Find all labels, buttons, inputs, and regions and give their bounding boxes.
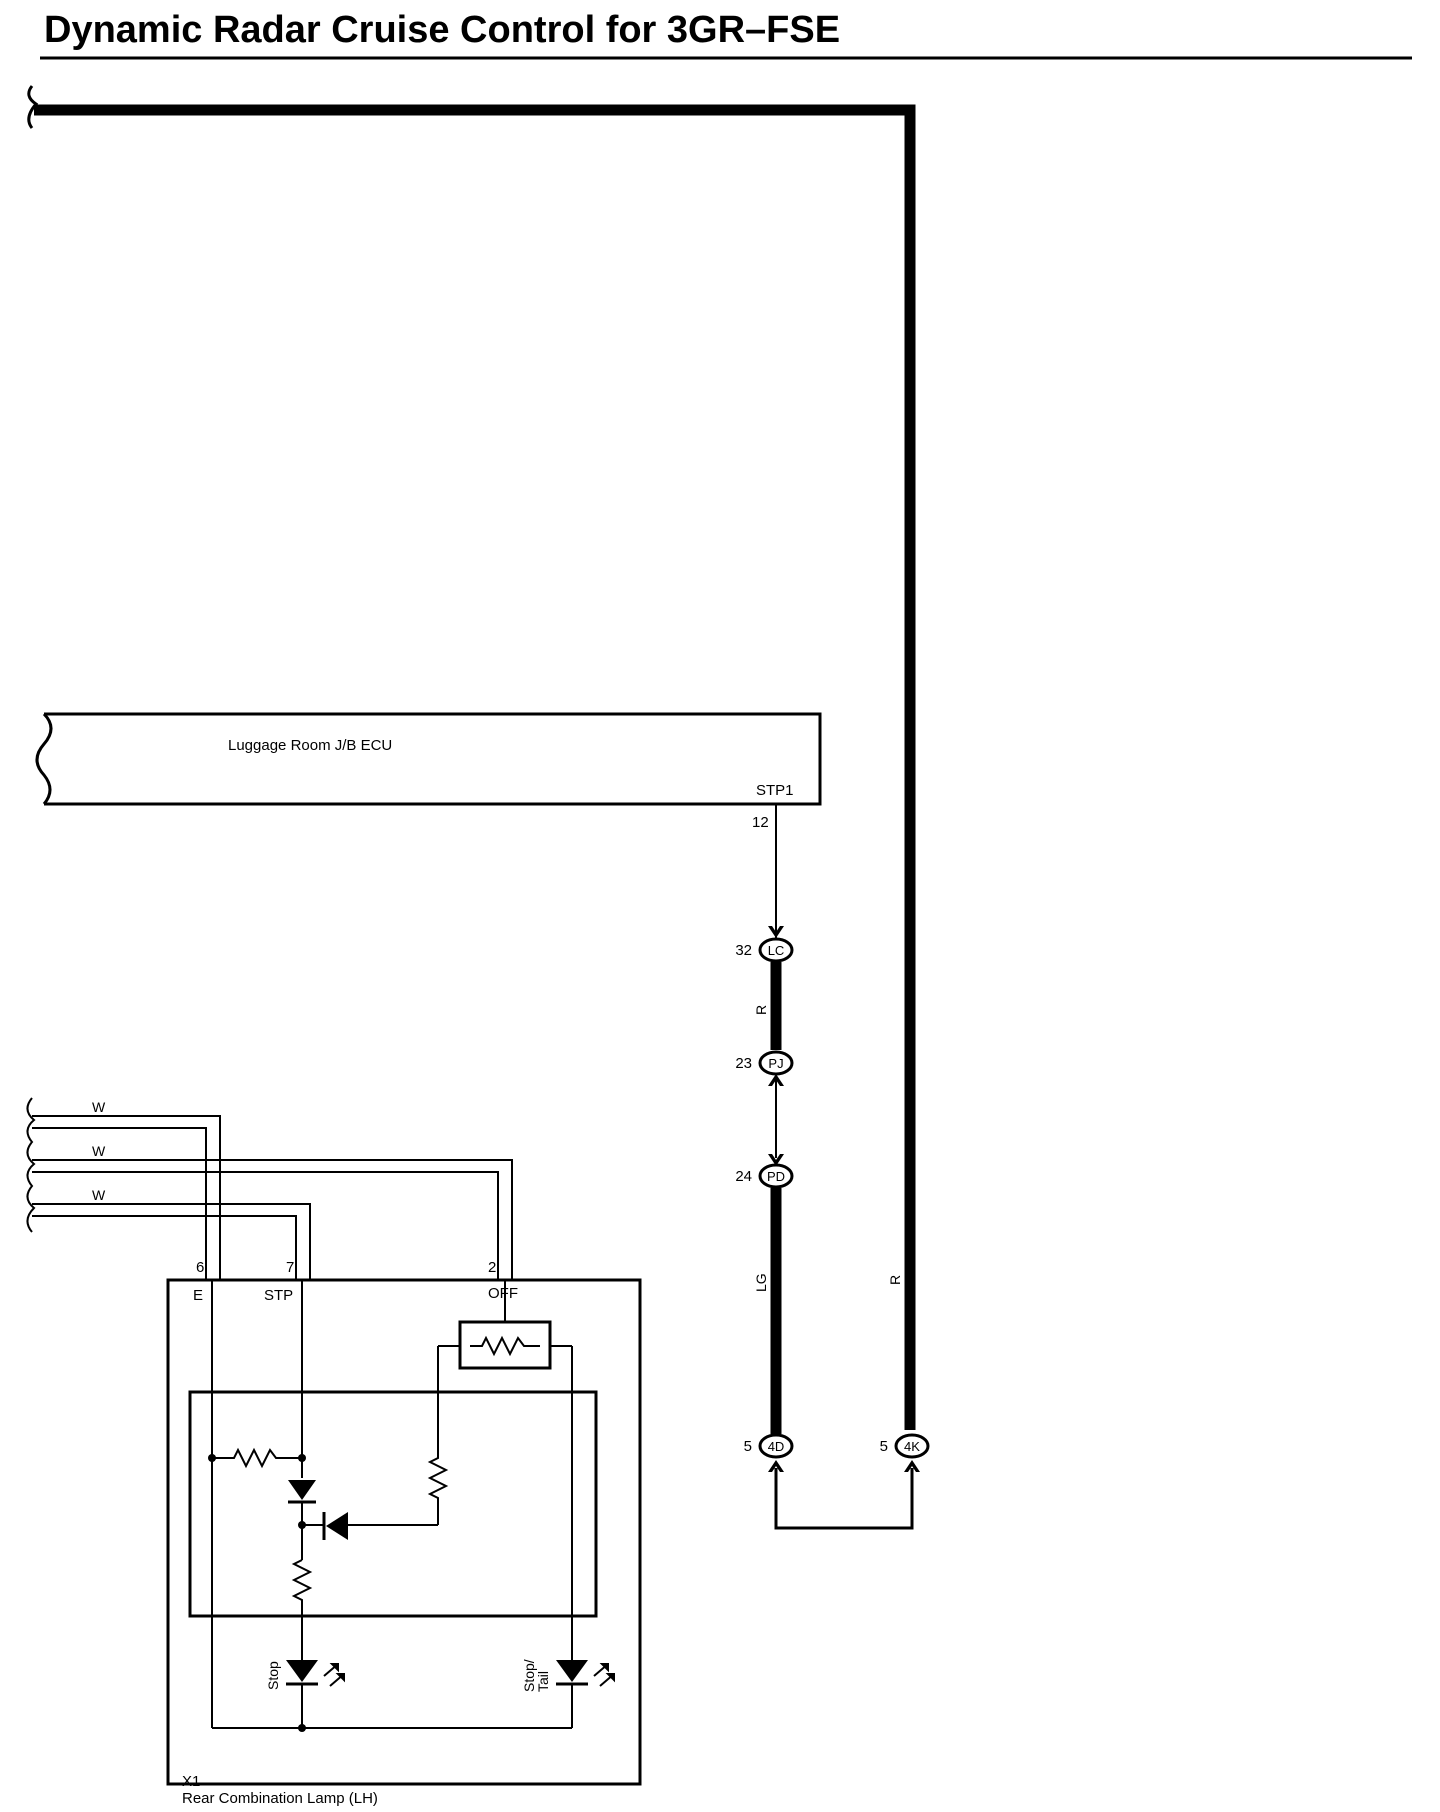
stop-led-label: Stop xyxy=(265,1661,281,1690)
page-title: Dynamic Radar Cruise Control for 3GR–FSE xyxy=(44,9,840,51)
connector-pj-pin: 23 xyxy=(735,1055,752,1072)
resistor-stop xyxy=(291,1559,313,1660)
lamp-terminal-e: E xyxy=(193,1287,203,1304)
ecu-name: Luggage Room J/B ECU xyxy=(228,737,392,754)
off-resistor xyxy=(470,1335,540,1357)
w-wire-2-color: W xyxy=(92,1143,106,1159)
stop-tail-label-2: Tail xyxy=(535,1671,551,1692)
w-wire-2-outer xyxy=(32,1159,513,1280)
lamp-id: X1 xyxy=(182,1773,200,1790)
connector-4k-pin: 5 xyxy=(880,1438,888,1455)
lamp-pin-off: 2 xyxy=(488,1259,496,1276)
main-r-wire xyxy=(34,104,916,1430)
wire-break-top xyxy=(27,85,39,129)
lamp-terminal-stp: STP xyxy=(264,1287,293,1304)
connector-lc-code: LC xyxy=(768,943,785,958)
stop-tail-led-rays xyxy=(593,1663,615,1687)
lamp-pin-stp: 7 xyxy=(286,1259,294,1276)
lc-pj-wire-color: R xyxy=(753,1005,769,1015)
connector-pj-code: PJ xyxy=(768,1056,783,1071)
w-wire-1-color: W xyxy=(92,1099,106,1115)
resistor-e-stp xyxy=(212,1447,302,1469)
stop-led-rays xyxy=(323,1663,345,1687)
connector-lc-pin: 32 xyxy=(735,942,752,959)
main-wire-color: R xyxy=(887,1275,903,1285)
ecu-box xyxy=(44,712,822,806)
w-wire-2-inner xyxy=(32,1171,499,1280)
lamp-terminal-off: OFF xyxy=(488,1285,518,1302)
ecu-pin: 12 xyxy=(752,814,769,831)
diode-off xyxy=(326,1512,348,1540)
w-wire-1-outer xyxy=(32,1115,221,1280)
stop-tail-led xyxy=(556,1660,588,1682)
connector-4d-pin: 5 xyxy=(744,1438,752,1455)
connector-4d xyxy=(758,1433,794,1459)
w-wire-3-outer xyxy=(32,1203,311,1280)
stop-led xyxy=(286,1660,318,1682)
w-wire-1-inner xyxy=(32,1127,207,1280)
lamp-pin-e: 6 xyxy=(196,1259,204,1276)
resistor-off-branch xyxy=(427,1346,449,1525)
connector-pd-pin: 24 xyxy=(735,1168,752,1185)
diode-stp xyxy=(288,1480,316,1500)
ecu-terminal: STP1 xyxy=(756,782,794,799)
4d-4k-loop xyxy=(774,1468,914,1530)
stop-tail-label-1: Stop/ xyxy=(521,1659,537,1692)
connector-lc xyxy=(758,937,794,963)
connector-4k-code: 4K xyxy=(904,1439,920,1454)
w-wire-breaks xyxy=(26,1097,36,1233)
connector-4d-code: 4D xyxy=(768,1439,785,1454)
connector-pd-code: PD xyxy=(767,1169,785,1184)
lamp-inner-box xyxy=(188,1390,598,1618)
connector-4k xyxy=(894,1433,930,1459)
w-wire-3-inner xyxy=(32,1215,297,1280)
w-wire-3-color: W xyxy=(92,1187,106,1203)
connector-pd xyxy=(758,1163,794,1189)
pd-4d-wire-color: LG xyxy=(753,1273,769,1292)
ecu-box-break xyxy=(35,712,53,805)
lamp-outer-box xyxy=(166,1278,642,1786)
lamp-name-caption: Rear Combination Lamp (LH) xyxy=(182,1790,378,1807)
